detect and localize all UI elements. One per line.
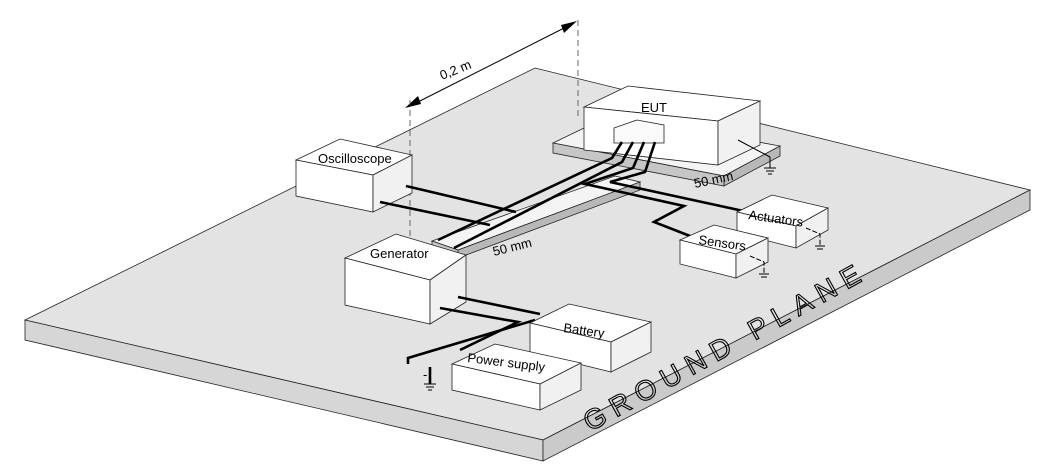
harness-cables xyxy=(437,139,776,250)
sensors-box: Sensors xyxy=(678,224,770,279)
ground-plane-right-edge xyxy=(542,189,1031,462)
actuators-box: Actuators xyxy=(735,194,830,250)
generator-box: Generator xyxy=(343,233,467,325)
eut-box: EUT xyxy=(582,85,762,166)
eut-label: EUT xyxy=(641,100,667,115)
power-cable-2 xyxy=(439,306,523,352)
oscilloscope-box: Oscilloscope xyxy=(294,138,414,213)
arrowhead-right-icon xyxy=(561,21,577,33)
sensors-label: Sensors xyxy=(698,232,748,254)
battery-label: Battery xyxy=(563,320,606,341)
sensors-side xyxy=(735,237,769,279)
sensors-ground-icon xyxy=(759,273,769,278)
actuators-ground-line xyxy=(805,227,821,246)
oscilloscope-label: Oscilloscope xyxy=(318,151,392,166)
power-cables: - xyxy=(406,295,541,391)
sensors-ground-line xyxy=(749,255,765,274)
dimension-arrow-line xyxy=(409,23,573,107)
eut-connector xyxy=(613,119,665,144)
eut-ground-icon xyxy=(764,167,776,175)
battery-side xyxy=(610,321,652,373)
power-cable-3 xyxy=(406,318,536,364)
harness-cable-1 xyxy=(437,141,624,242)
power-supply-side xyxy=(539,362,582,411)
eut-box-side xyxy=(717,100,761,166)
generator-side xyxy=(429,254,467,325)
harness-cable-4 xyxy=(609,141,749,214)
actuators-side xyxy=(795,207,829,249)
generator-label: Generator xyxy=(370,246,429,261)
minus-sign: - xyxy=(423,367,427,382)
power-cable-1 xyxy=(457,295,541,316)
oscilloscope-cable-1 xyxy=(405,184,517,214)
eut-support-side-right xyxy=(723,145,781,187)
harness-cable-3 xyxy=(580,141,691,238)
distance-label: 0,2 m xyxy=(438,57,474,83)
power-supply-box: Power supply xyxy=(450,343,583,411)
actuators-ground-icon xyxy=(815,245,825,250)
oscilloscope-cable-2 xyxy=(379,200,491,227)
eut-ground-line xyxy=(737,139,771,158)
oscilloscope-side xyxy=(372,154,413,213)
ground-plane xyxy=(23,67,1032,462)
power-ground-icon xyxy=(424,383,436,391)
harness-cable-2 xyxy=(453,141,635,250)
arrowhead-left-icon xyxy=(405,96,421,108)
battery-box: Battery xyxy=(528,303,653,373)
